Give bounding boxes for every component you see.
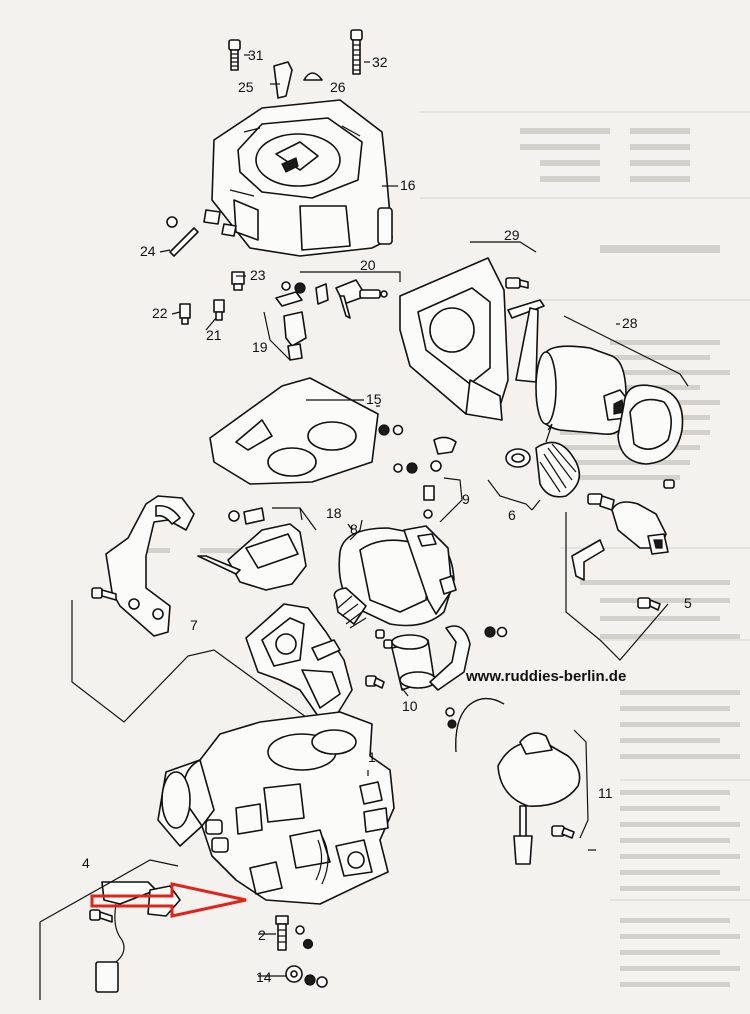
callout-20: 20 (360, 257, 376, 273)
callout-2: 2 (258, 927, 266, 943)
part-7-lever-bracket (91, 495, 195, 637)
part-5-thermo-switch-bracket (565, 479, 675, 661)
callout-5: 5 (684, 595, 692, 611)
part-10-pump-element (391, 625, 508, 691)
part-18-float (197, 507, 317, 591)
callout-21: 21 (206, 327, 222, 343)
callout-31: 31 (248, 47, 264, 63)
part-15-gasket (209, 377, 404, 485)
callout-8: 8 (350, 521, 358, 537)
part-23-jet (231, 271, 245, 291)
part-8-vacuum-diaphragm-unit (333, 519, 457, 629)
part-20-lever-assembly (281, 271, 401, 319)
part-26-cap (303, 72, 323, 81)
callout-labels: 31 32 25 26 16 24 23 20 29 22 21 19 28 1… (82, 47, 692, 985)
callout-9: 9 (462, 491, 470, 507)
callout-6: 6 (508, 507, 516, 523)
part-31-screw (228, 39, 241, 71)
callout-14: 14 (256, 969, 272, 985)
callout-10: 10 (402, 698, 418, 714)
part-11-vacuum-unit (445, 697, 589, 865)
leader-lines (159, 54, 620, 977)
callout-22: 22 (152, 305, 168, 321)
part-19-pump-piston (263, 291, 307, 361)
callout-7: 7 (190, 617, 198, 633)
part-1-carburettor-body (157, 711, 395, 905)
part-25-clip (270, 61, 293, 99)
part-22-jet (179, 303, 191, 325)
callout-4: 4 (82, 855, 90, 871)
callout-1: 1 (368, 749, 376, 765)
website-watermark: www.ruddies-berlin.de (466, 668, 627, 685)
part-29-choke-housing-bracket (399, 241, 545, 421)
part-9-needle-valve-group (393, 436, 463, 523)
part-6-spring-assembly (487, 423, 581, 511)
callout-16: 16 (400, 177, 416, 193)
part-32-screw (350, 29, 363, 75)
callout-24: 24 (140, 243, 156, 259)
callout-26: 26 (330, 79, 346, 95)
callout-19: 19 (252, 339, 268, 355)
callout-11: 11 (598, 785, 613, 801)
part-2-jet-screw (275, 915, 314, 951)
part-16-upper-cover (203, 99, 393, 257)
callout-28: 28 (622, 315, 638, 331)
callout-23: 23 (250, 267, 266, 283)
callout-32: 32 (372, 54, 388, 70)
callout-15: 15 (366, 391, 382, 407)
callout-25: 25 (238, 79, 254, 95)
part-28-choke-unit (535, 315, 689, 465)
callout-29: 29 (504, 227, 520, 243)
part-24-needle (166, 216, 199, 257)
callout-18: 18 (326, 505, 342, 521)
part-14-idle-jet (285, 965, 328, 988)
part-4-heating-element (39, 859, 181, 1000)
part-21-jet (213, 299, 225, 321)
red-highlight-arrow (90, 882, 247, 918)
